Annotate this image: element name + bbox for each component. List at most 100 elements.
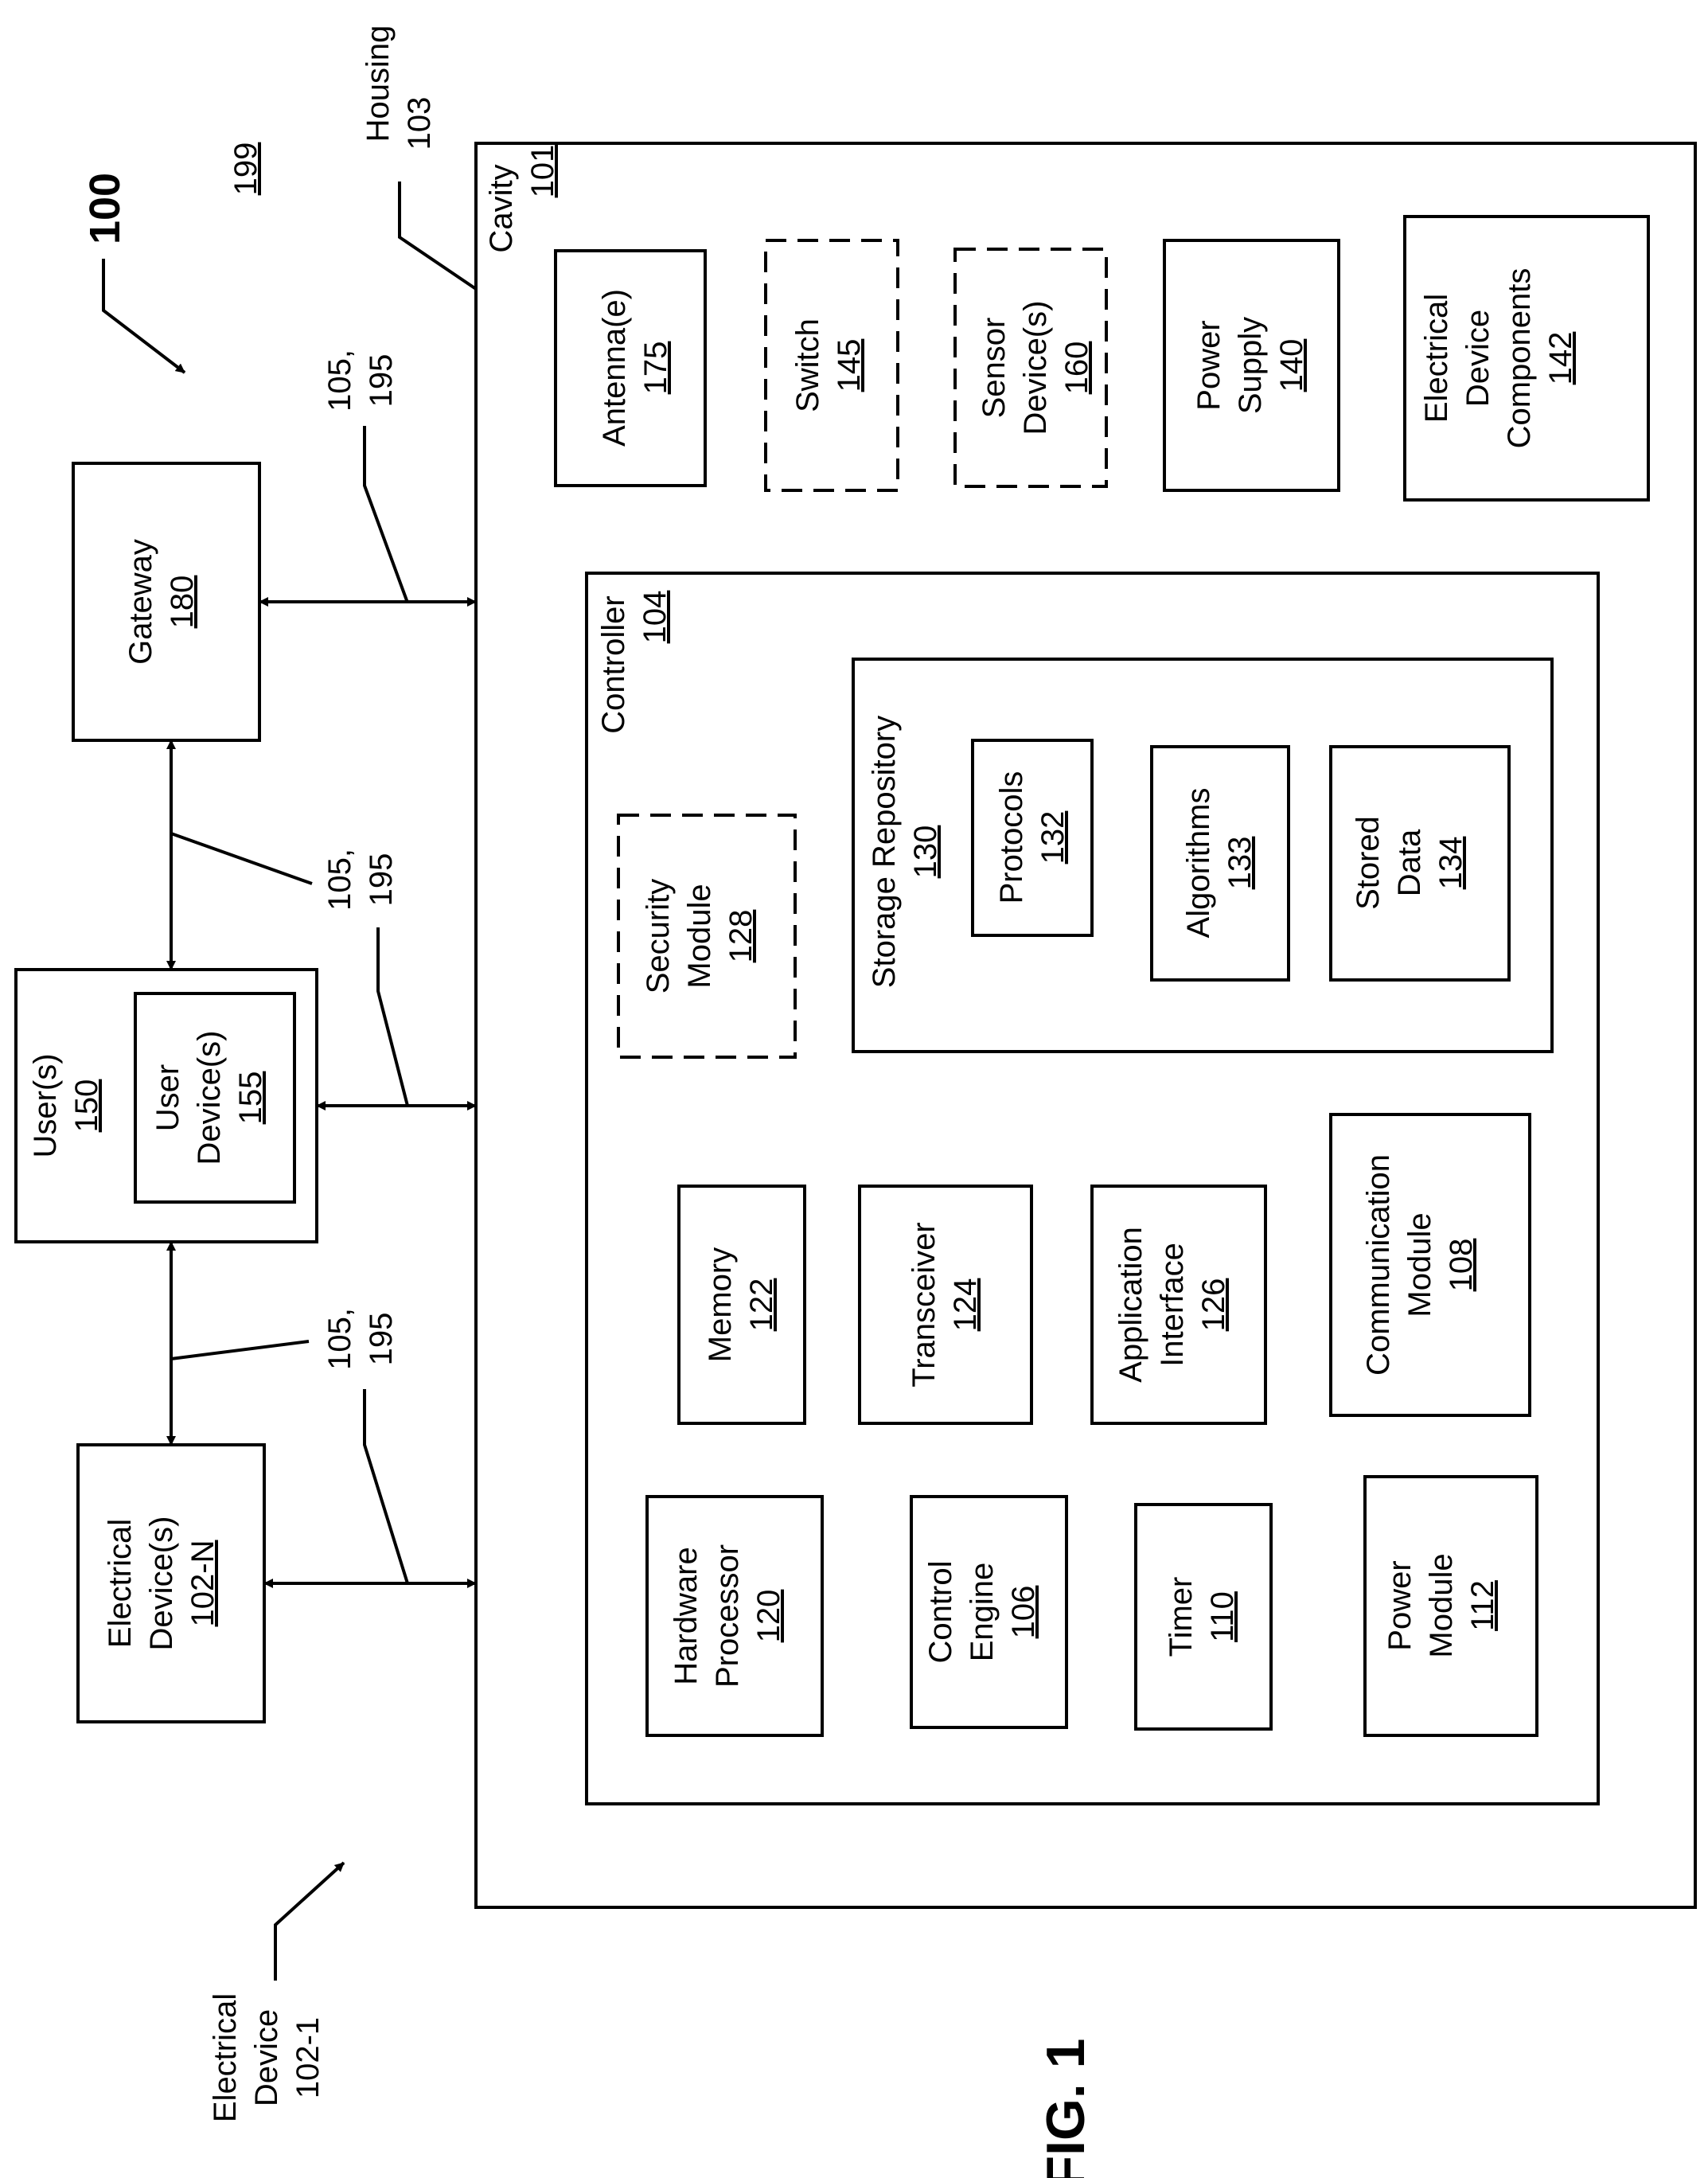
security-module-ref: 128 [723,910,758,963]
communication-module-label-line1: Communication [1361,1154,1396,1376]
network-leader-lower [171,1341,309,1359]
power-module-ref: 112 [1465,1580,1500,1631]
hardware-processor-label-line1: Hardware [669,1547,704,1684]
power-module-label-line1: Power [1382,1560,1417,1650]
transceiver-ref: 124 [948,1278,983,1332]
electrical-devices-label-line1: Electrical [103,1519,138,1648]
electrical-device-ref-line3: 102-1 [291,2017,326,2098]
control-engine-label-line2: Engine [965,1563,1000,1662]
electrical-devices-block: Electrical Device(s) 102-N [78,1445,264,1722]
application-interface-block: Application Interface 126 [1092,1186,1265,1423]
power-supply-block: Power Supply 140 [1164,240,1339,490]
stored-data-ref: 134 [1433,837,1468,890]
device-components-label-line1: Electrical [1419,294,1454,423]
device-components-ref: 142 [1543,332,1578,385]
sensor-ref: 160 [1059,342,1094,395]
antenna-block: Antenna(e) 175 [556,251,705,486]
algorithms-label: Algorithms [1181,788,1216,939]
network-label-top-line2: 195 [364,354,399,408]
system-ref-arrow [103,259,185,373]
storage-repository-label: Storage Repository [867,716,902,988]
electrical-device-ref-line2: Device [249,2009,284,2106]
timer-label: Timer [1164,1577,1199,1657]
user-devices-block: User Device(s) 155 [135,993,294,1202]
housing-ref: 103 [402,97,437,150]
communication-module-block: Communication Module 108 [1331,1114,1530,1415]
application-interface-ref: 126 [1196,1278,1231,1332]
device-components-block: Electrical Device Components 142 [1405,217,1648,500]
protocols-block: Protocols 132 [973,740,1092,935]
switch-block: Switch 145 [766,240,898,490]
communication-module-label-line2: Module [1402,1212,1437,1317]
algorithms-block: Algorithms 133 [1152,747,1289,980]
sensor-block: Sensor Device(s) 160 [955,249,1106,486]
security-module-label-line1: Security [641,879,676,994]
housing-label: Housing [361,25,396,142]
gateway-ref: 180 [165,576,200,629]
network-label-top-line1: 105, [322,349,357,412]
gateway-label: Gateway [123,539,158,665]
application-interface-label-line1: Application [1113,1227,1148,1383]
network-label-middle-line1: 105, [322,849,357,911]
electrical-devices-label-line2: Device(s) [144,1516,179,1651]
algorithms-ref: 133 [1223,837,1258,890]
network-label-lower-line2: 195 [364,1313,399,1366]
power-supply-label-line1: Power [1191,320,1226,410]
gateway-block: Gateway 180 [73,463,259,740]
controller-label: Controller [596,595,631,733]
user-devices-label-line1: User [150,1064,185,1131]
control-engine-block: Control Engine 106 [911,1497,1067,1727]
switch-ref: 145 [832,339,867,392]
memory-label: Memory [703,1247,738,1362]
sensor-label-line1: Sensor [977,318,1012,419]
application-interface-label-line2: Interface [1155,1243,1190,1367]
control-engine-ref: 106 [1006,1586,1041,1639]
cavity-label: Cavity [484,164,519,252]
housing-leader-line [400,182,476,289]
electrical-device-ref-arrow [275,1863,344,1981]
controller-ref: 104 [638,591,673,644]
memory-block: Memory 122 [679,1186,805,1423]
device-components-label-line2: Device [1460,310,1495,407]
transceiver-block: Transceiver 124 [860,1186,1031,1423]
network-leader-top [365,426,408,603]
antenna-label: Antenna(e) [597,289,632,447]
power-module-block: Power Module 112 [1365,1477,1537,1735]
communication-module-ref: 108 [1444,1239,1479,1292]
hardware-processor-ref: 120 [751,1590,786,1643]
timer-ref: 110 [1205,1591,1240,1642]
security-module-label-line2: Module [682,884,717,988]
antenna-ref: 175 [638,342,673,395]
switch-label: Switch [790,318,825,412]
network-label-lower-line1: 105, [322,1308,357,1370]
network-leader-middle [171,833,312,884]
device-components-label-line3: Components [1502,268,1537,449]
security-module-block: Security Module 128 [618,815,795,1057]
power-supply-label-line2: Supply [1233,317,1268,414]
hardware-processor-block: Hardware Processor 120 [647,1497,822,1735]
storage-repository-ref: 130 [908,826,943,879]
hardware-processor-label-line2: Processor [710,1544,745,1688]
memory-ref: 122 [744,1278,779,1332]
network-leader-bottom [365,1389,408,1583]
stored-data-label-line1: Stored [1351,816,1386,910]
sensor-label-line2: Device(s) [1018,301,1053,435]
stored-data-label-line2: Data [1392,829,1427,896]
system-ref-label: 100 [81,173,129,244]
control-engine-label-line1: Control [923,1561,958,1664]
power-module-label-line2: Module [1424,1553,1459,1657]
user-devices-ref: 155 [233,1071,268,1125]
electrical-device-ref-line1: Electrical [208,1993,243,2122]
network-leader-users-right [378,927,408,1106]
users-label: User(s) [28,1053,63,1157]
timer-block: Timer 110 [1136,1505,1271,1729]
cavity-ref: 101 [525,145,560,198]
protocols-label: Protocols [994,771,1029,904]
electrical-devices-ref: 102-N [185,1540,220,1627]
protocols-ref: 132 [1035,811,1070,865]
power-supply-ref: 140 [1274,339,1309,392]
environment-ref-label: 199 [228,142,263,196]
users-ref: 150 [69,1079,104,1133]
stored-data-block: Stored Data 134 [1331,747,1509,980]
